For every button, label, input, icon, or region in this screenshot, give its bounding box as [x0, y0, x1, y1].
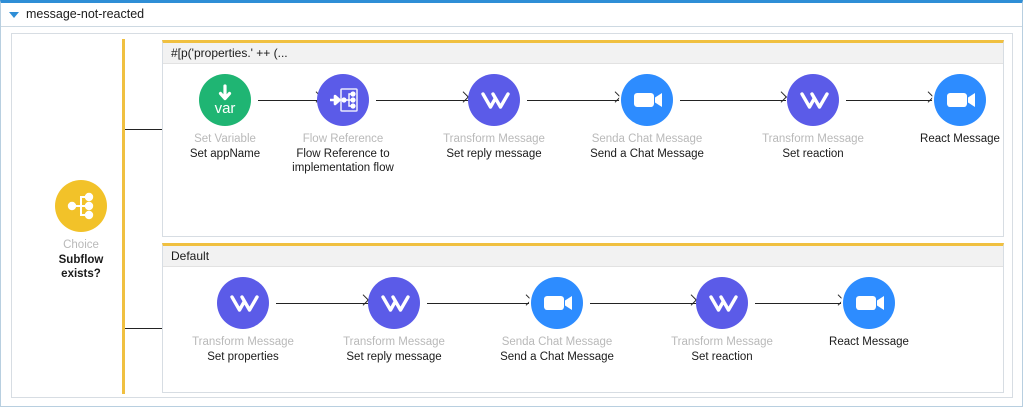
node-type-label: Transform Message [192, 336, 294, 348]
set-variable-icon: var [199, 74, 251, 126]
flow-titlebar[interactable]: message-not-reacted [1, 3, 1022, 27]
node-name-label: React Message [920, 133, 1000, 145]
node-name-label: Set reaction [691, 351, 753, 363]
send-chat-message-icon [531, 277, 583, 329]
node-type-label: Transform Message [762, 133, 864, 145]
choice-branch-icon [55, 180, 107, 232]
choice-node[interactable]: Choice Subflow exists? [40, 180, 122, 281]
node-type-label: Transform Message [671, 336, 773, 348]
flow-connector-arrow [427, 303, 531, 304]
node-name-label: React Message [829, 336, 909, 348]
node-name-label: Set reaction [782, 148, 844, 160]
choice-name-label: Subflow exists? [58, 254, 104, 280]
flow-canvas: Choice Subflow exists? #[p('properties.'… [11, 33, 1013, 398]
node-name-label: Send a Chat Message [590, 148, 704, 160]
branch-connector-arrow [125, 129, 169, 130]
lane-header[interactable]: Default [163, 246, 1003, 267]
node-name-label: Flow Reference to implementation flow [292, 148, 394, 174]
choice-type-label: Choice [63, 239, 99, 251]
lane-header[interactable]: #[p('properties.' ++ (... [163, 43, 1003, 64]
choice-spine [122, 39, 125, 394]
flow-connector-arrow [846, 100, 933, 101]
node-type-label: Set Variable [194, 133, 256, 145]
flow-connector-arrow [276, 303, 368, 304]
node-name-label: Set appName [189, 148, 261, 160]
transform-message-icon [368, 277, 420, 329]
branch-connector-arrow [125, 328, 169, 329]
node-type-label: Senda Chat Message [591, 133, 703, 145]
transform-message-icon [217, 277, 269, 329]
flow-connector-arrow [258, 100, 321, 101]
node-type-label: Transform Message [343, 336, 445, 348]
triangle-down-icon[interactable] [9, 11, 19, 18]
flow-reference-icon [317, 74, 369, 126]
lane-header-label: Default [171, 249, 210, 263]
transform-message-icon [787, 74, 839, 126]
send-chat-message-icon [621, 74, 673, 126]
flow-connector-arrow [527, 100, 620, 101]
flow-title: message-not-reacted [26, 7, 145, 22]
flow-connector-arrow [590, 303, 696, 304]
react-message-icon [843, 277, 895, 329]
flow-connector-arrow [755, 303, 843, 304]
transform-message-icon [468, 74, 520, 126]
node-type-label: Senda Chat Message [501, 336, 613, 348]
node-name-label: Set reply message [346, 351, 442, 363]
node-name-label: Send a Chat Message [500, 351, 614, 363]
flow-node[interactable]: React Message [810, 277, 928, 349]
transform-message-icon [696, 277, 748, 329]
node-type-label: Transform Message [443, 133, 545, 145]
svg-text:var: var [215, 100, 236, 117]
flow-connector-arrow [376, 100, 468, 101]
node-name-label: Set properties [207, 351, 279, 363]
flow-node[interactable]: React Message [901, 74, 1019, 146]
react-message-icon [934, 74, 986, 126]
node-type-label: Flow Reference [302, 133, 384, 145]
flow-connector-arrow [680, 100, 786, 101]
node-name-label: Set reply message [446, 148, 542, 160]
lane-header-label: #[p('properties.' ++ (... [171, 46, 288, 60]
